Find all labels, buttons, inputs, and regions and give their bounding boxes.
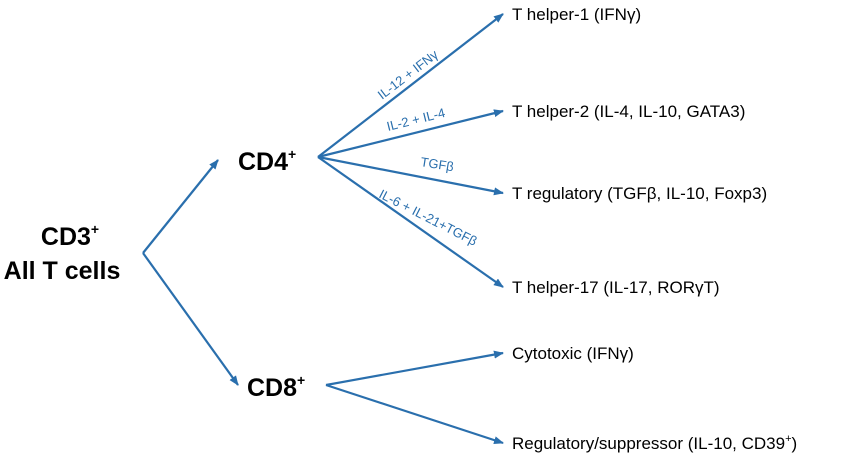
leaf-cytotoxic-label: Cytotoxic (IFNγ): [512, 344, 634, 363]
root-cd3-label: CD3+: [41, 221, 99, 251]
arrow-cd4-to-th2: [317, 109, 504, 159]
arrows: [142, 13, 504, 445]
leaf-th1-label: T helper-1 (IFNγ): [512, 5, 641, 24]
arrow-cd8-to-cytotoxic: [325, 350, 504, 387]
arrow-cd4-to-th17: [317, 156, 504, 288]
root-all-t-cells-label: All T cells: [4, 257, 121, 285]
edge-label-th17: IL-6 + IL-21+TGFβ: [377, 186, 480, 248]
node-cd4-label: CD4+: [238, 146, 296, 176]
node-cd8-label: CD8+: [247, 372, 305, 402]
arrow-cd8-to-regsup: [325, 383, 504, 445]
arrow-cd4-to-th1: [317, 13, 504, 158]
edge-label-treg: TGFβ: [420, 154, 455, 174]
leaf-th17-label: T helper-17 (IL-17, RORγT): [512, 278, 720, 297]
leaf-th2-label: T helper-2 (IL-4, IL-10, GATA3): [512, 102, 745, 121]
arrow-cd4-to-treg: [317, 155, 504, 196]
arrow-cd3-to-cd8: [142, 252, 239, 386]
leaf-regsup-label: Regulatory/suppressor (IL-10, CD39+): [512, 433, 797, 453]
arrow-cd3-to-cd4: [142, 159, 219, 254]
edge-label-th2: IL-2 + IL-4: [385, 105, 446, 134]
leaf-treg-label: T regulatory (TGFβ, IL-10, Foxp3): [512, 184, 767, 203]
edge-label-th1: IL-12 + IFNγ: [375, 46, 442, 102]
